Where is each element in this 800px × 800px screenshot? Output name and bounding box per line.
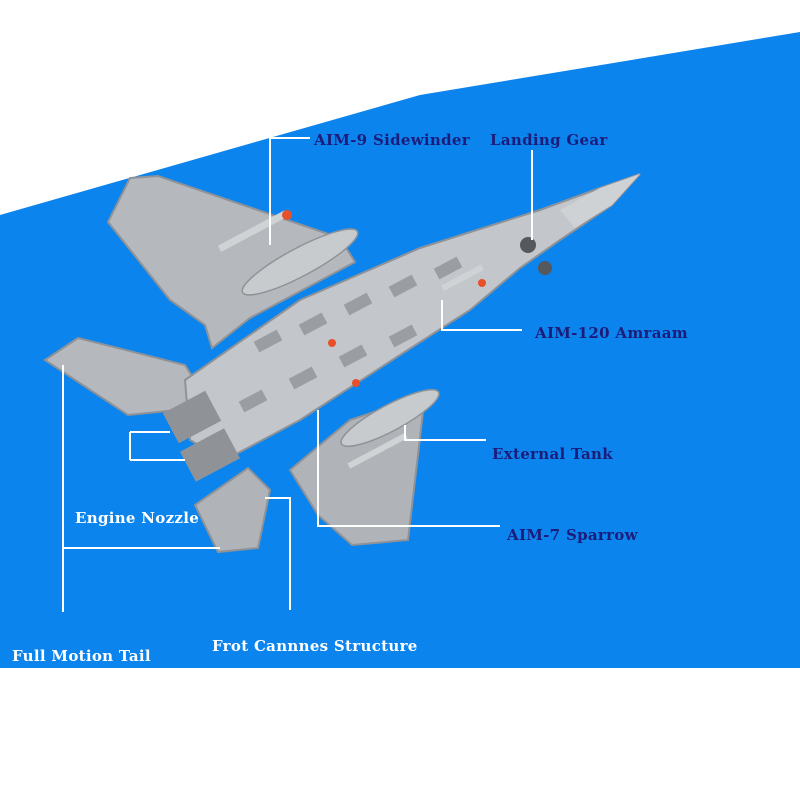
leader-amraam [441, 300, 522, 331]
horizontal-tail-lower [193, 466, 272, 554]
fighter-jet-model [43, 173, 641, 554]
callout-frot-structure: Frot Cannnes Structure [212, 637, 418, 655]
main-wing [106, 174, 357, 350]
callout-aim120-amraam: AIM-120 Amraam [535, 324, 688, 342]
callout-external-tank: External Tank [492, 445, 613, 463]
callout-full-motion-tail: Full Motion Tail [12, 647, 151, 665]
landing-gear-wheel-2 [538, 261, 552, 275]
landing-gear-wheel-1 [520, 237, 536, 253]
nose-cone [560, 174, 640, 228]
callout-aim9-sidewinder: AIM-9 Sidewinder [314, 131, 470, 149]
external-tank-upper [241, 228, 359, 296]
engine-nozzle-lower [179, 428, 241, 482]
callout-aim7-sparrow: AIM-7 Sparrow [507, 526, 638, 544]
leader-frot-structure [265, 497, 291, 610]
leader-lines [62, 137, 533, 612]
external-tank-lower [340, 388, 440, 448]
callout-engine-nozzle: Engine Nozzle [75, 509, 200, 527]
engine-nozzle-upper [162, 390, 222, 444]
callout-landing-gear: Landing Gear [490, 131, 608, 149]
brick-panels [238, 256, 463, 413]
leader-sparrow [317, 410, 500, 527]
leader-sidewinder [269, 137, 310, 245]
leader-external-tank [404, 425, 486, 441]
